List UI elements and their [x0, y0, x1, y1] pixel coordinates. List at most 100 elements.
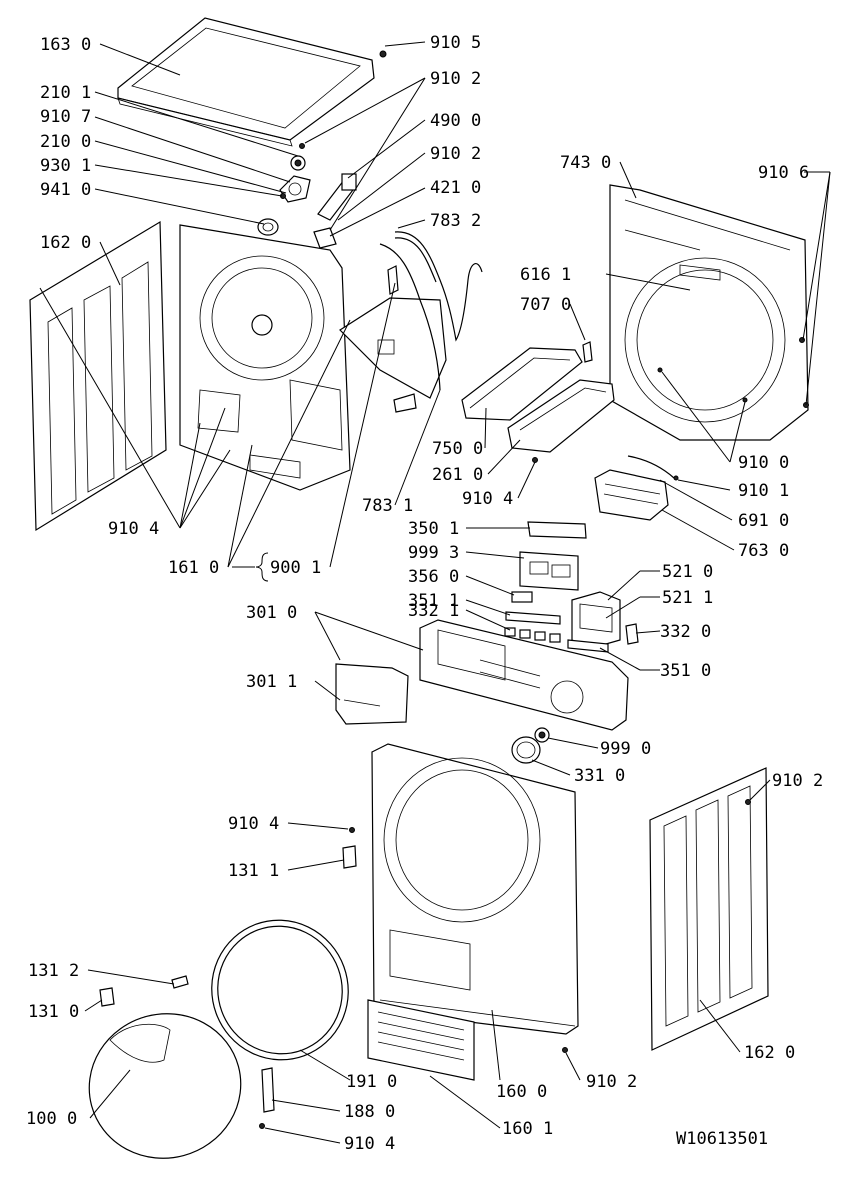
part-top-cover [117, 17, 375, 147]
part-control-fascia [419, 619, 629, 731]
part-duct-7500 [461, 347, 583, 421]
label-9102c: 910 2 [772, 771, 823, 791]
label-1880: 188 0 [344, 1102, 395, 1122]
label-3511a: 351 1 [408, 591, 459, 611]
label-1310: 131 0 [28, 1002, 79, 1022]
label-9102a: 910 2 [430, 69, 481, 89]
label-1000: 100 0 [26, 1109, 77, 1129]
part-screw-9105 [379, 50, 387, 58]
part-hose-7832 [394, 231, 483, 342]
part-9104-duct [532, 457, 538, 463]
label-1312: 131 2 [28, 961, 79, 981]
label-9410: 941 0 [40, 180, 91, 200]
part-3560 [511, 591, 533, 603]
part-3511 [505, 611, 561, 625]
part-hose-7831 [379, 243, 441, 391]
label-7500: 750 0 [432, 439, 483, 459]
label-9104a: 910 4 [108, 519, 159, 539]
part-screw-9104-door [259, 1123, 265, 1129]
label-3560: 356 0 [408, 567, 459, 587]
label-3010: 301 0 [246, 603, 297, 623]
label-1601: 160 1 [502, 1119, 553, 1139]
part-4210 [313, 227, 337, 249]
label-9104d: 910 4 [344, 1134, 395, 1154]
label-1600: 160 0 [496, 1082, 547, 1102]
part-ring-9410 [257, 218, 279, 236]
part-front-panel [371, 743, 579, 1035]
label-9102d: 910 2 [586, 1072, 637, 1092]
label-9001: 900 1 [270, 558, 321, 578]
label-9993: 999 3 [408, 543, 459, 563]
part-buttons-3321 [504, 627, 561, 643]
part-door [88, 1013, 242, 1159]
label-1610: 161 0 [168, 558, 219, 578]
label-4210: 421 0 [430, 178, 481, 198]
label-3510: 351 0 [660, 661, 711, 681]
part-side-panel-left [29, 220, 167, 532]
label-3321: 332 1 [408, 601, 459, 621]
part-board-9993 [519, 551, 579, 591]
label-1630: 163 0 [40, 35, 91, 55]
label-3501: 350 1 [408, 519, 459, 539]
label-6910: 691 0 [738, 511, 789, 531]
label-7832: 783 2 [430, 211, 481, 231]
part-hinge-1880 [261, 1067, 275, 1113]
part-screw-9102-bottom [562, 1047, 568, 1053]
part-grille [367, 999, 475, 1081]
part-door-gasket [211, 919, 349, 1061]
label-5211: 521 1 [662, 588, 713, 608]
part-knob-9990 [534, 727, 550, 743]
label-9104b: 910 4 [462, 489, 513, 509]
part-3320 [625, 623, 639, 645]
part-latch-1311 [342, 845, 357, 869]
part-filter-6910 [627, 455, 675, 479]
label-1311: 131 1 [228, 861, 279, 881]
part-screw-9104-front [349, 827, 355, 833]
label-6161: 616 1 [520, 265, 571, 285]
part-filter-7630 [594, 469, 669, 521]
label-9105: 910 5 [430, 33, 481, 53]
part-module-5210 [571, 591, 621, 649]
part-screw-9102-side [745, 799, 751, 805]
part-front-frame [609, 184, 809, 441]
document-number: W10613501 [676, 1129, 768, 1149]
part-bearing-2100 [279, 175, 311, 203]
label-9104c: 910 4 [228, 814, 279, 834]
label-7070: 707 0 [520, 295, 571, 315]
part-cover-plate [339, 297, 447, 399]
part-bushing-2101 [290, 155, 306, 171]
label-1620a: 162 0 [40, 233, 91, 253]
label-9101: 910 1 [738, 481, 789, 501]
part-hinge-1310 [99, 987, 115, 1007]
part-knob-3310 [511, 736, 541, 764]
part-screw-9102-top [299, 143, 305, 149]
label-9100: 910 0 [738, 453, 789, 473]
label-4900: 490 0 [430, 111, 481, 131]
part-board-3501 [527, 521, 587, 539]
label-5210: 521 0 [662, 562, 713, 582]
label-9106: 910 6 [758, 163, 809, 183]
part-9101 [673, 475, 679, 481]
part-pin-1312 [171, 975, 189, 989]
label-2610: 261 0 [432, 465, 483, 485]
label-7630: 763 0 [738, 541, 789, 561]
label-3310: 331 0 [574, 766, 625, 786]
label-9107: 910 7 [40, 107, 91, 127]
part-rear-panel [179, 224, 351, 491]
label-3320: 332 0 [660, 622, 711, 642]
part-sensor-4900 [317, 173, 357, 221]
label-3011: 301 1 [246, 672, 297, 692]
part-7070 [582, 341, 593, 363]
part-drawer-3011 [335, 663, 409, 725]
label-7831: 783 1 [362, 496, 413, 516]
label-1910: 191 0 [346, 1072, 397, 1092]
brace [255, 552, 269, 582]
label-9990: 999 0 [600, 739, 651, 759]
leader-lines [39, 41, 831, 1144]
part-connector-9001 [387, 265, 417, 413]
label-7430: 743 0 [560, 153, 611, 173]
label-9102b: 910 2 [430, 144, 481, 164]
part-side-panel-right [649, 767, 769, 1051]
label-1620b: 162 0 [744, 1043, 795, 1063]
